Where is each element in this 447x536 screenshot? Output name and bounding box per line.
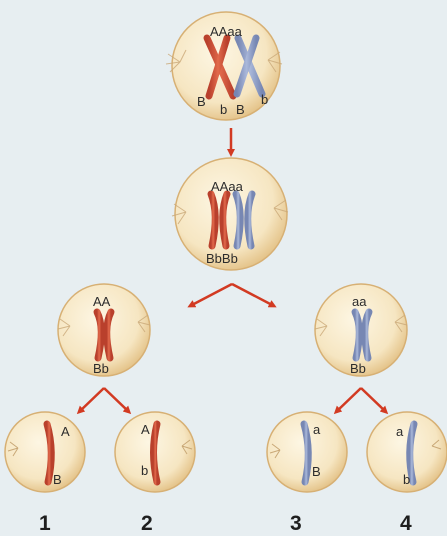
daughter-right-alleles-top: aa: [352, 294, 367, 309]
gamete-4: a b: [367, 412, 447, 492]
arrow-icon: [190, 284, 232, 306]
parent-cell: AAaa B b B b: [166, 12, 282, 120]
gamete-4-allele-a: a: [396, 424, 404, 439]
gamete-3-allele-a: a: [313, 422, 321, 437]
arrow-icon: [336, 388, 361, 412]
replicated-alleles-top: AAaa: [211, 179, 244, 194]
daughter-cell-right: aa Bb: [315, 284, 407, 376]
gamete-2-allele-b: b: [141, 463, 148, 478]
daughter-left-alleles-bottom: Bb: [93, 361, 109, 376]
gamete-3-allele-b: B: [312, 464, 321, 479]
replicated-cell: AAaa BbBb: [172, 158, 288, 270]
gamete-2-allele-a: A: [141, 422, 150, 437]
parent-alleles-top: AAaa: [210, 24, 243, 39]
arrow-icon: [79, 388, 104, 412]
parent-allele-b2: b: [220, 102, 227, 117]
gamete-2-number: 2: [141, 512, 153, 535]
parent-allele-b1: B: [197, 94, 206, 109]
parent-allele-b3: B: [236, 102, 245, 117]
daughter-cell-left: AA Bb: [58, 284, 150, 376]
gamete-4-number: 4: [400, 512, 412, 535]
daughter-right-alleles-bottom: Bb: [350, 361, 366, 376]
gamete-3: a B: [267, 412, 347, 492]
arrow-icon: [232, 284, 274, 306]
daughter-left-alleles-top: AA: [93, 294, 111, 309]
replicated-alleles-bottom: BbBb: [206, 251, 238, 266]
gamete-4-allele-b: b: [403, 472, 410, 487]
gamete-1-number: 1: [39, 512, 51, 535]
arrow-icon: [361, 388, 386, 412]
gamete-2: A b: [115, 412, 195, 492]
gamete-1: A B: [5, 412, 85, 492]
chromosome-icon: [154, 424, 158, 482]
gamete-3-number: 3: [290, 512, 302, 535]
arrow-icon: [104, 388, 129, 412]
gamete-1-allele-a: A: [61, 424, 70, 439]
parent-allele-b4: b: [261, 92, 268, 107]
gamete-1-allele-b: B: [53, 472, 62, 487]
